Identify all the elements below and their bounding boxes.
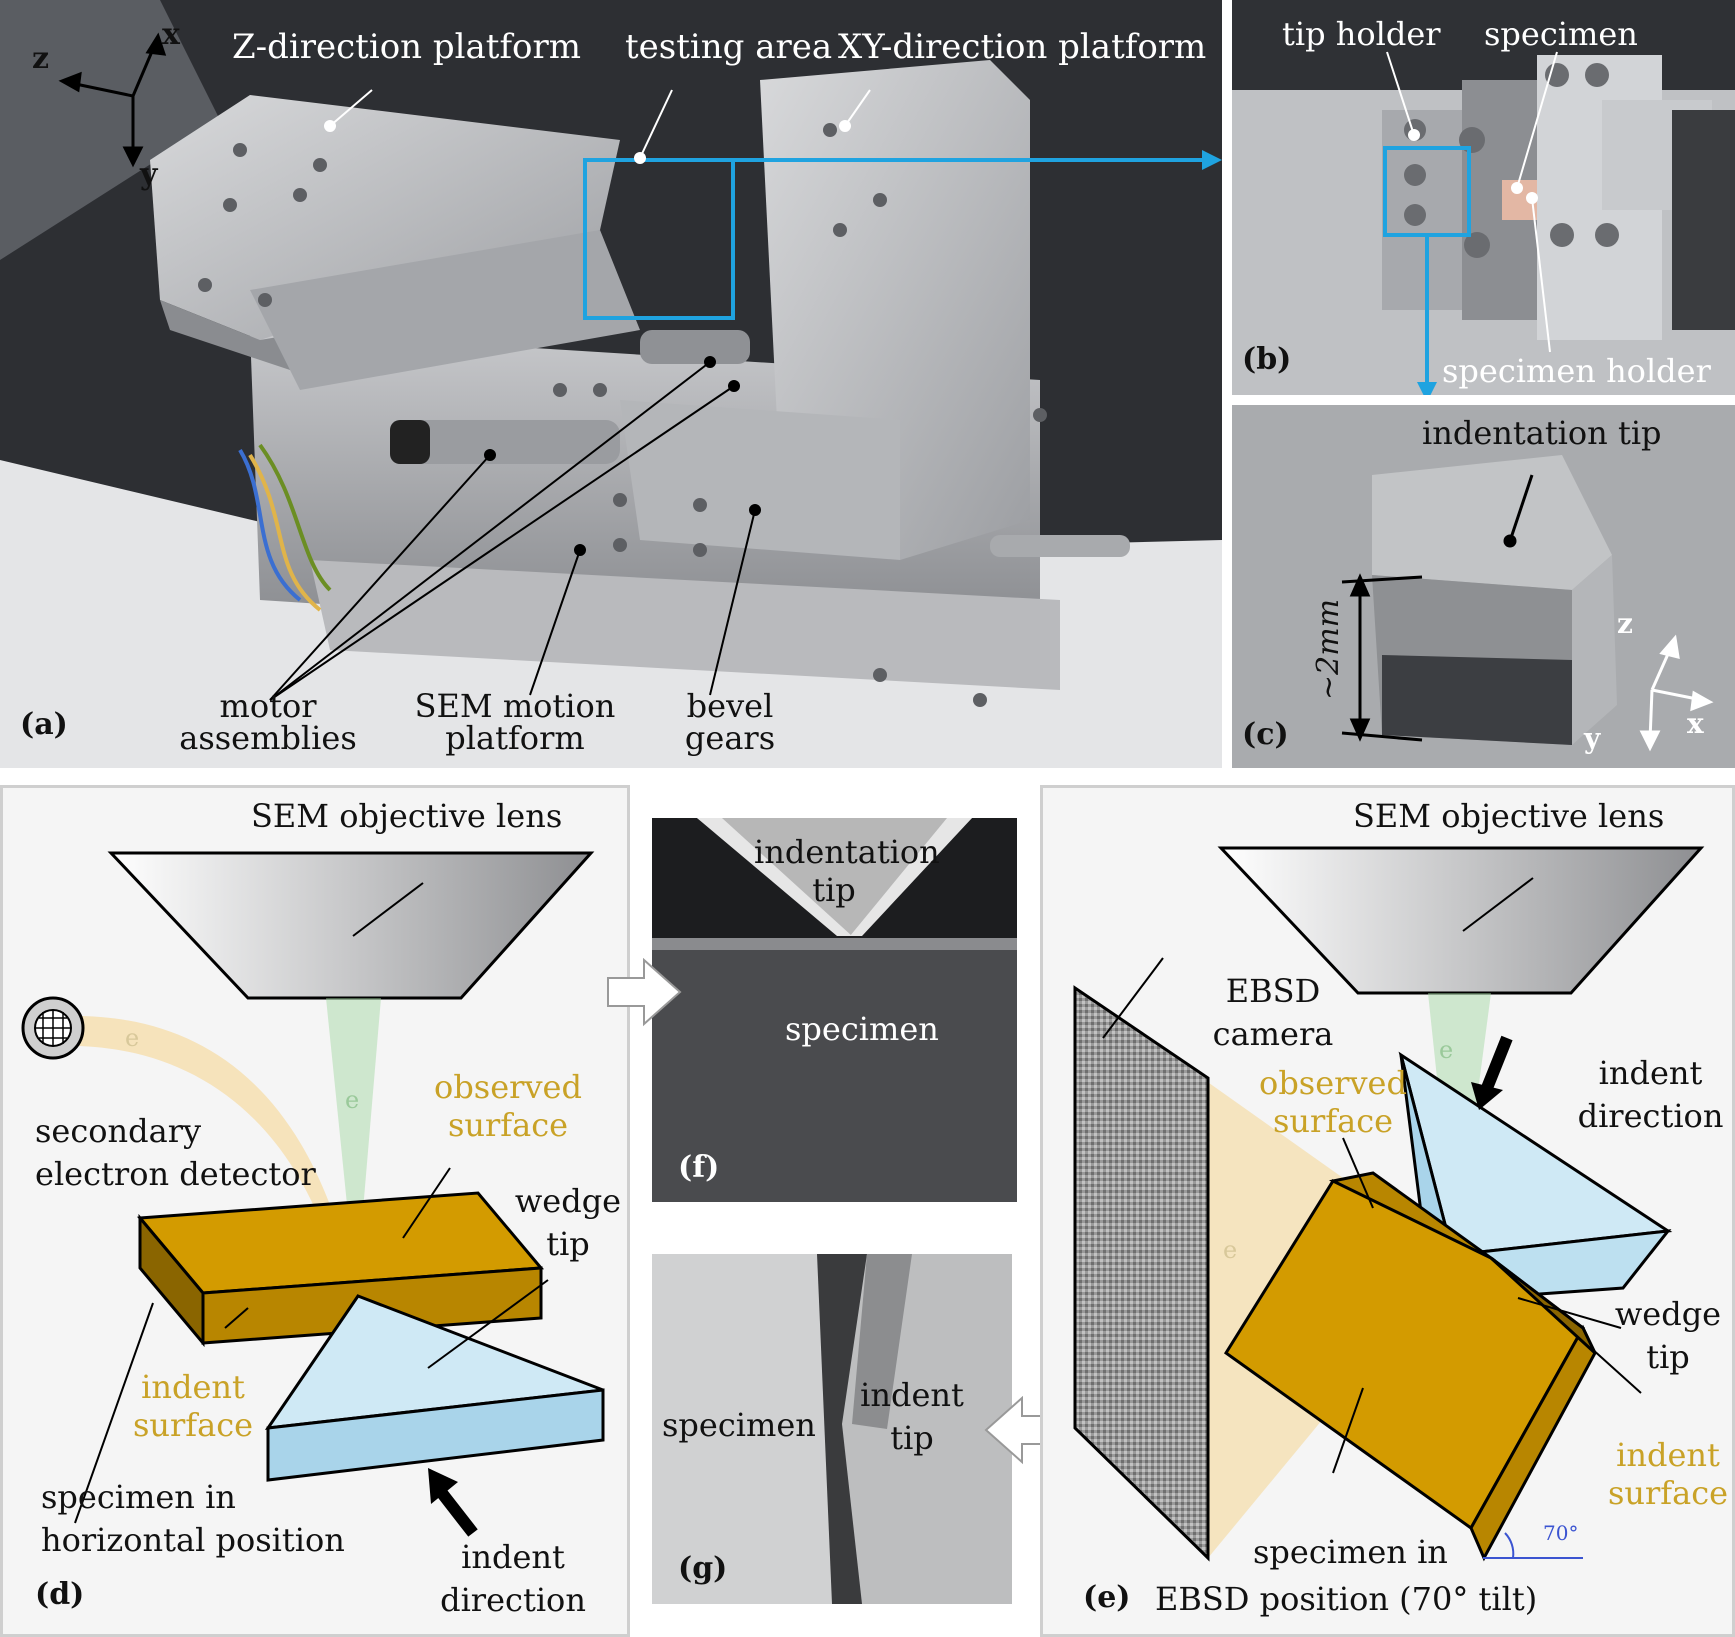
dimension-label-size: ~2mm: [1311, 598, 1346, 700]
label-indentation-tip-c: indentation tip: [1422, 414, 1662, 452]
label-specimen-ebsd-2: EBSD position (70° tilt): [1155, 1580, 1538, 1618]
panel-c-photo: indentation tip ~2mm z x y (c): [1232, 405, 1735, 768]
panel-d-drawing: [21, 851, 605, 1537]
label-specimen-f: specimen: [785, 1010, 939, 1048]
arrow-d-to-f: [607, 958, 682, 1027]
label-electron-e2: e: [1223, 1236, 1238, 1264]
panel-e-drawing: [1073, 846, 1705, 1562]
panel-b-drawing: [1232, 0, 1735, 395]
label-angle-70: 70°: [1543, 1521, 1579, 1545]
label-specimen-g: specimen: [662, 1406, 816, 1444]
label-electron-e1: e: [1439, 1036, 1454, 1064]
label-electron-d2: e: [345, 1086, 360, 1114]
panel-g-drawing: [652, 1254, 1012, 1604]
label-sem-lens-e: SEM objective lens: [1353, 797, 1665, 835]
axis-label-z: z: [32, 41, 50, 76]
panel-a-photo: Z-direction platform testing area XY-dir…: [0, 0, 1222, 768]
panel-d-label: (d): [35, 1577, 85, 1612]
label-specimen-holder: specimen holder: [1442, 352, 1711, 390]
panel-b-label: (b): [1242, 342, 1292, 377]
panel-f-drawing: [652, 818, 1017, 1202]
label-specimen-ebsd-1: specimen in: [1253, 1533, 1448, 1571]
panel-a-drawing: [0, 0, 1222, 768]
axis-label-x: x: [162, 17, 180, 52]
axis-label-x-c: x: [1687, 707, 1704, 740]
label-sem-lens-d: SEM objective lens: [251, 797, 563, 835]
panel-g-label: (g): [678, 1551, 728, 1586]
panel-e-label: (e): [1083, 1580, 1131, 1615]
label-electron-d1: e: [125, 1024, 140, 1052]
label-z-direction-platform: Z-direction platform: [232, 27, 581, 67]
panel-c-drawing: [1232, 405, 1735, 768]
axis-label-y-c: y: [1584, 722, 1601, 755]
axis-label-y: y: [140, 157, 158, 192]
label-testing-area: testing area: [625, 27, 833, 67]
axis-label-z-c: z: [1617, 607, 1633, 640]
label-specimen-b: specimen: [1484, 15, 1638, 53]
label-xy-direction-platform: XY-direction platform: [838, 27, 1207, 67]
label-tip-holder: tip holder: [1282, 15, 1441, 53]
panel-f-label: (f): [678, 1150, 720, 1185]
panel-b-photo: tip holder specimen specimen holder (b): [1232, 0, 1735, 395]
panel-c-label: (c): [1242, 717, 1289, 752]
panel-a-label: (a): [20, 707, 68, 742]
